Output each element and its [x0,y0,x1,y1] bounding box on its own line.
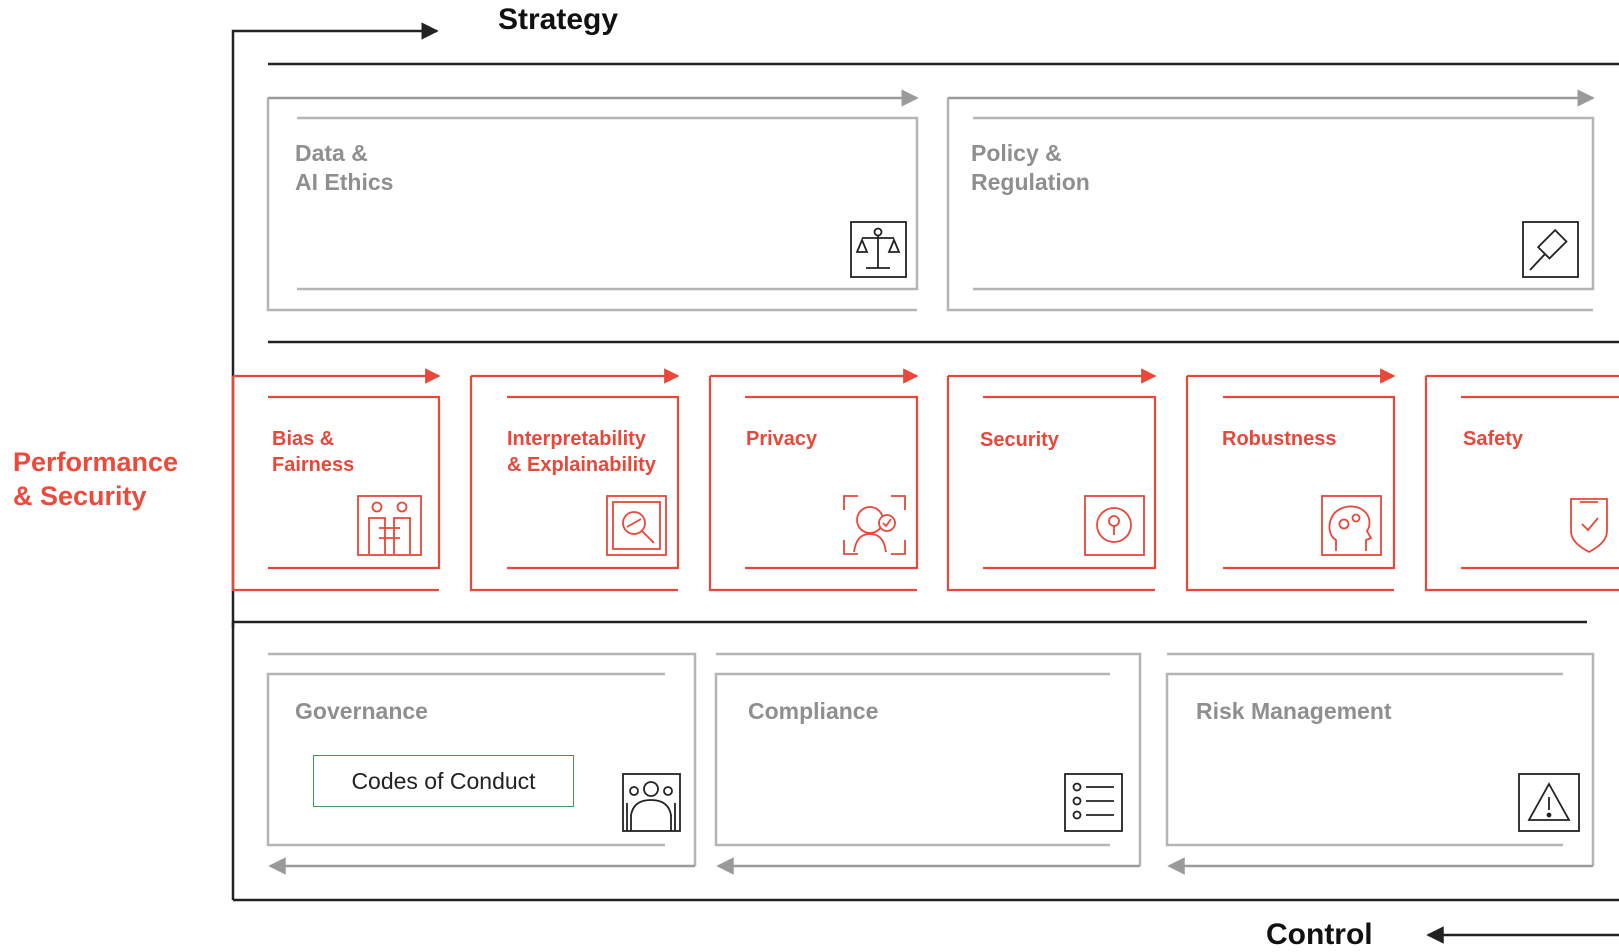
performance-cards [231,368,1619,592]
warning-icon [1518,773,1580,832]
strategy-title: Strategy [498,3,619,36]
card-robustness [1185,368,1396,592]
checklist-icon [1064,773,1123,832]
card-safety [1424,374,1619,592]
card-title-security: Security [980,429,1059,451]
card-policy-regulation [946,89,1595,312]
card-title-interpretability: Interpretability & Explainability [507,428,656,476]
card-title-governance: Governance [295,698,428,724]
keyhole-icon [1084,495,1145,556]
card-title-risk-management: Risk Management [1196,698,1392,724]
card-data-ai-ethics [266,89,919,312]
card-title-robustness: Robustness [1222,428,1337,450]
card-title-policy-regulation: Policy & Regulation [971,140,1090,195]
card-interpretability [469,368,680,592]
gavel-icon [1522,221,1579,278]
head-gears-icon [1321,495,1382,556]
shield-check-icon [1570,498,1608,554]
group-icon [622,773,681,832]
card-title-safety: Safety [1463,428,1524,450]
card-title-bias-fairness: Bias & Fairness [272,428,355,476]
strategy-cards [266,89,1595,312]
codes-of-conduct-highlight: Codes of Conduct [313,755,574,807]
card-title-compliance: Compliance [748,698,879,724]
card-governance [266,652,697,875]
card-bias-fairness [231,368,441,592]
people-exchange-icon [357,495,422,556]
face-check-icon [843,495,906,555]
card-risk-management [1165,652,1595,875]
control-cards [266,652,1595,875]
card-compliance [714,652,1142,875]
scales-icon [850,221,907,278]
card-title-data-ai-ethics: Data & AI Ethics [295,140,394,195]
outer-flow [231,22,1619,944]
card-privacy [708,368,919,592]
control-title: Control [1266,918,1373,951]
card-title-privacy: Privacy [746,428,818,450]
performance-security-title: Performance & Security [13,447,179,511]
magnifier-icon [606,495,667,556]
card-security [946,368,1157,592]
